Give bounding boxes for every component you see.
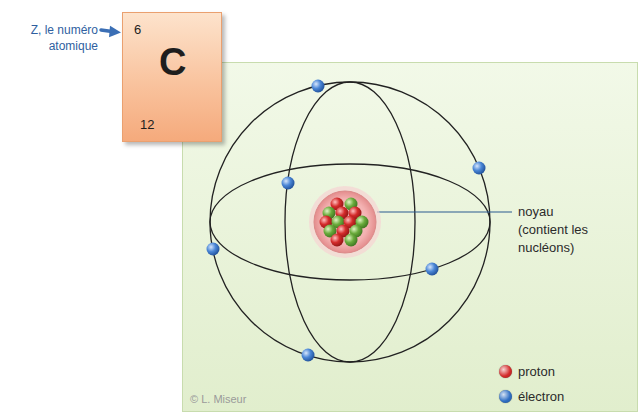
- element-tile: 6C 12: [122, 12, 222, 142]
- legend-swatch: [499, 390, 512, 403]
- electron-dot: [473, 162, 486, 175]
- nucleus-glow: [309, 186, 381, 258]
- mass-number: 12: [140, 117, 154, 133]
- atomic-number: 6: [134, 22, 141, 38]
- nucleus-label: noyau (contient les nucléons): [518, 203, 603, 257]
- orbit-horizontal: [210, 164, 490, 280]
- orbit-vertical: [285, 82, 415, 362]
- nucleus: [314, 191, 376, 253]
- legend-swatch: [499, 365, 512, 378]
- neutron-sphere: [345, 234, 358, 247]
- nucleons: [320, 198, 369, 247]
- green-panel: [183, 63, 638, 412]
- orbit-circle: [210, 82, 490, 362]
- electrons: [207, 80, 486, 362]
- leader-line: [377, 211, 512, 212]
- element-symbol: C: [159, 40, 186, 84]
- electron-dot: [207, 243, 220, 256]
- copyright-watermark: © L. Miseur: [190, 392, 246, 406]
- electron-dot: [302, 349, 315, 362]
- atomic-number-label: Z, le numéro atomique: [5, 22, 98, 54]
- electron-dot: [312, 80, 325, 93]
- arrow-head: [109, 26, 121, 37]
- proton-sphere: [331, 234, 344, 247]
- legend-label: proton: [518, 363, 555, 381]
- legend-label: électron: [518, 388, 564, 406]
- electron-dot: [426, 263, 439, 276]
- pointer-arrow: [101, 26, 121, 37]
- electron-dot: [282, 177, 295, 190]
